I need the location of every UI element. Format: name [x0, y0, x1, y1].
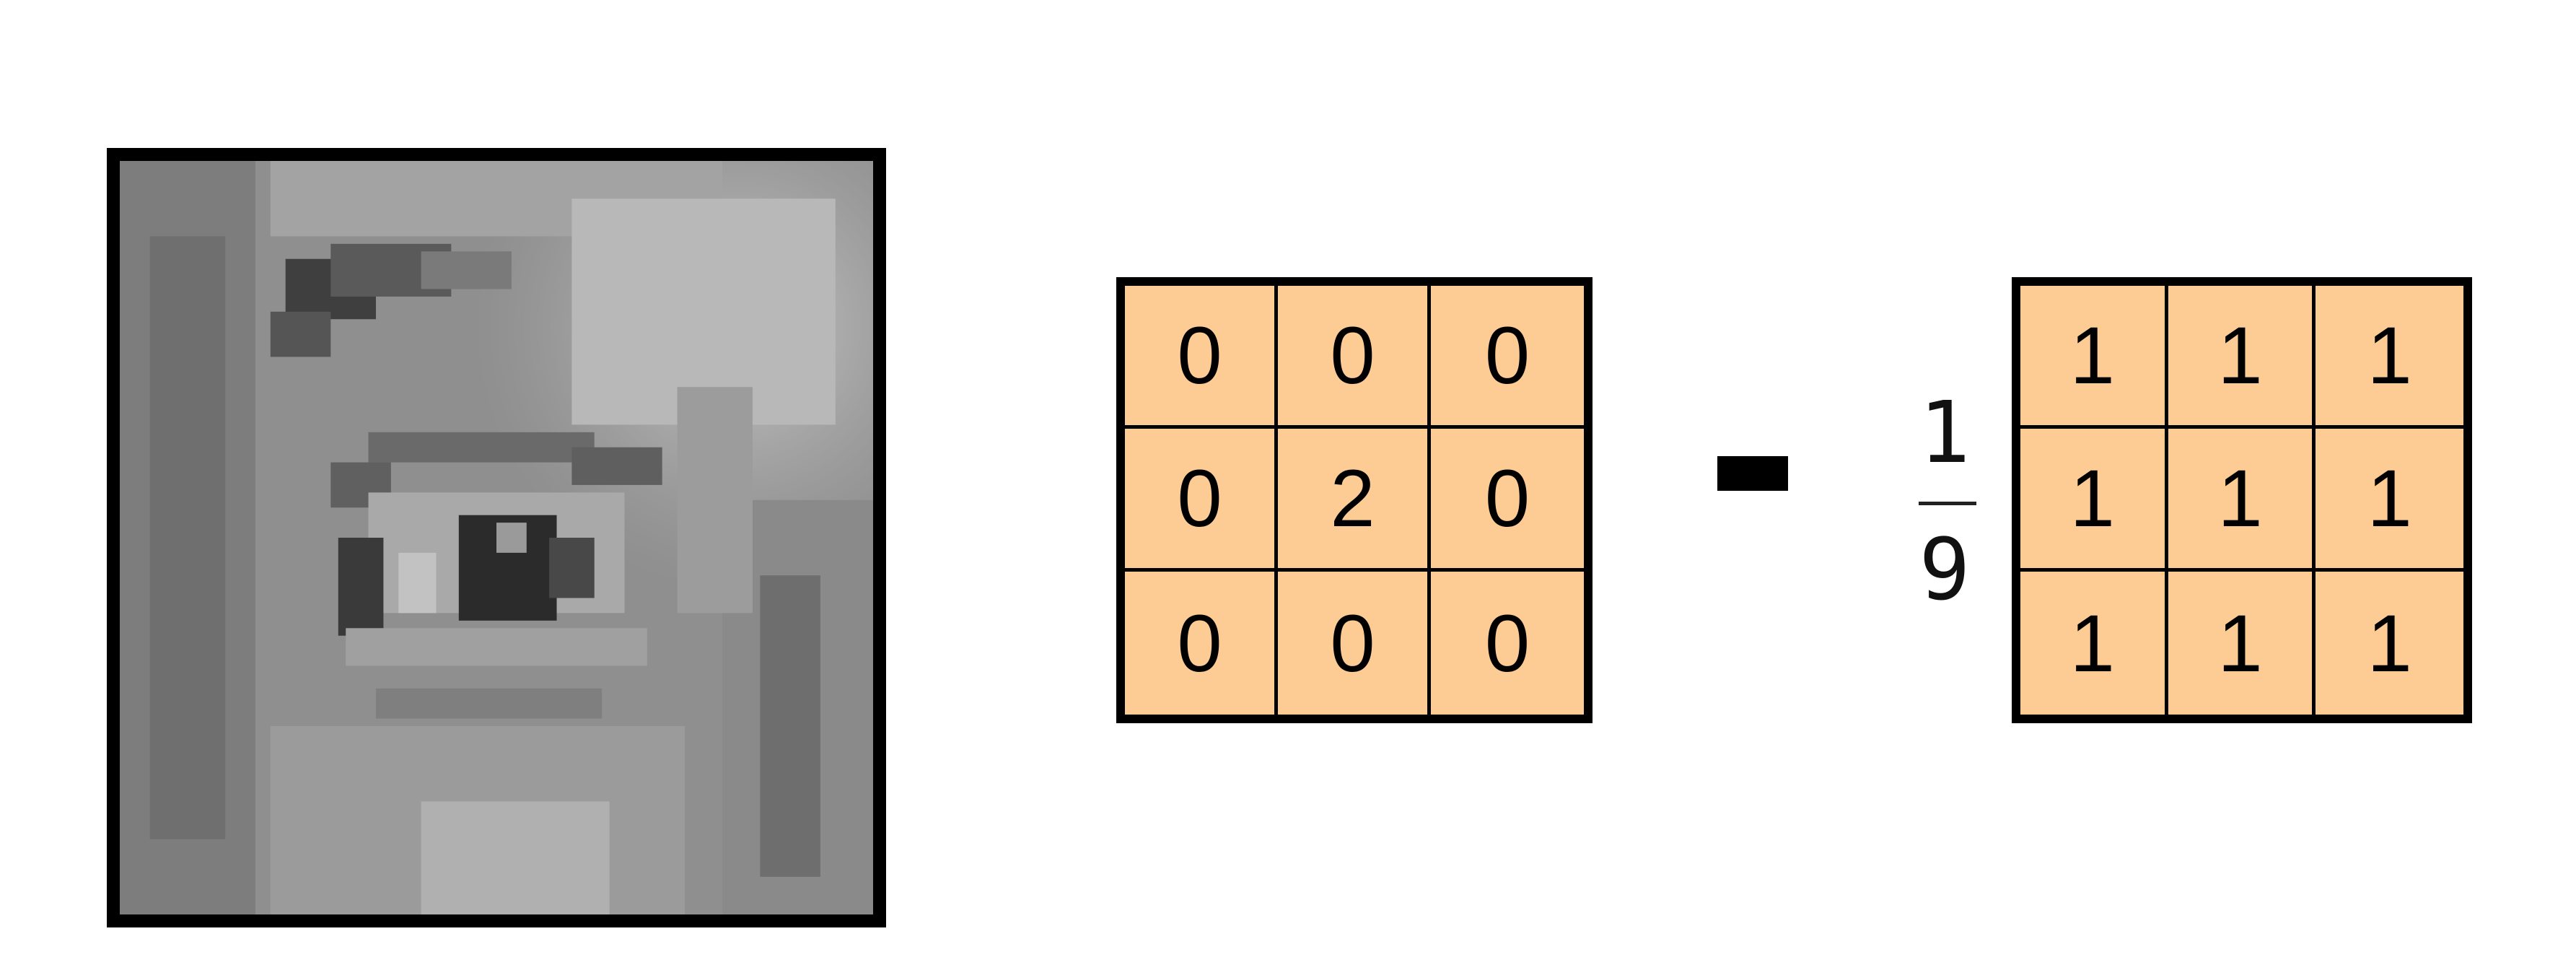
eye-photo-graphic — [120, 161, 873, 914]
kernel-right-cell: 1 — [2020, 429, 2168, 572]
kernel-left-cell: 0 — [1484, 598, 1530, 689]
minus-operator — [1717, 456, 1788, 491]
kernel-left-cell: 0 — [1278, 572, 1431, 715]
kernel-left-cell: 0 — [1431, 429, 1584, 572]
kernel-left-cell: 0 — [1125, 286, 1278, 429]
one-ninth-fraction: 1 9 — [1909, 375, 1981, 614]
kernel-left-cell: 2 — [1278, 429, 1431, 572]
kernel-left-cell: 0 — [1431, 286, 1584, 429]
fraction-bar — [1919, 502, 1976, 505]
kernel-right-cell: 1 — [2367, 598, 2412, 689]
kernel-right-cell: 1 — [2316, 286, 2463, 429]
kernel-right-cell: 1 — [2168, 286, 2316, 429]
kernel-left-cell: 0 — [1125, 572, 1278, 715]
pixelated-eye-image — [107, 148, 886, 927]
kernel-left-cell: 0 — [1278, 286, 1431, 429]
fraction-numerator: 1 — [1919, 383, 1971, 482]
kernel-right-cell: 1 — [2020, 286, 2168, 429]
fraction-denominator: 9 — [1919, 520, 1971, 619]
kernel-right-cell: 1 — [2020, 572, 2168, 715]
box-blur-kernel: 1 1 1 1 1 1 1 1 1 — [2012, 277, 2472, 723]
kernel-right-cell: 1 — [2316, 429, 2463, 572]
kernel-right-cell: 1 — [2168, 429, 2316, 572]
kernel-left-cell: 0 — [1125, 429, 1278, 572]
kernel-right-cell: 1 — [2168, 572, 2316, 715]
identity-times-two-kernel: 0 0 0 0 2 0 0 0 0 — [1116, 277, 1593, 723]
